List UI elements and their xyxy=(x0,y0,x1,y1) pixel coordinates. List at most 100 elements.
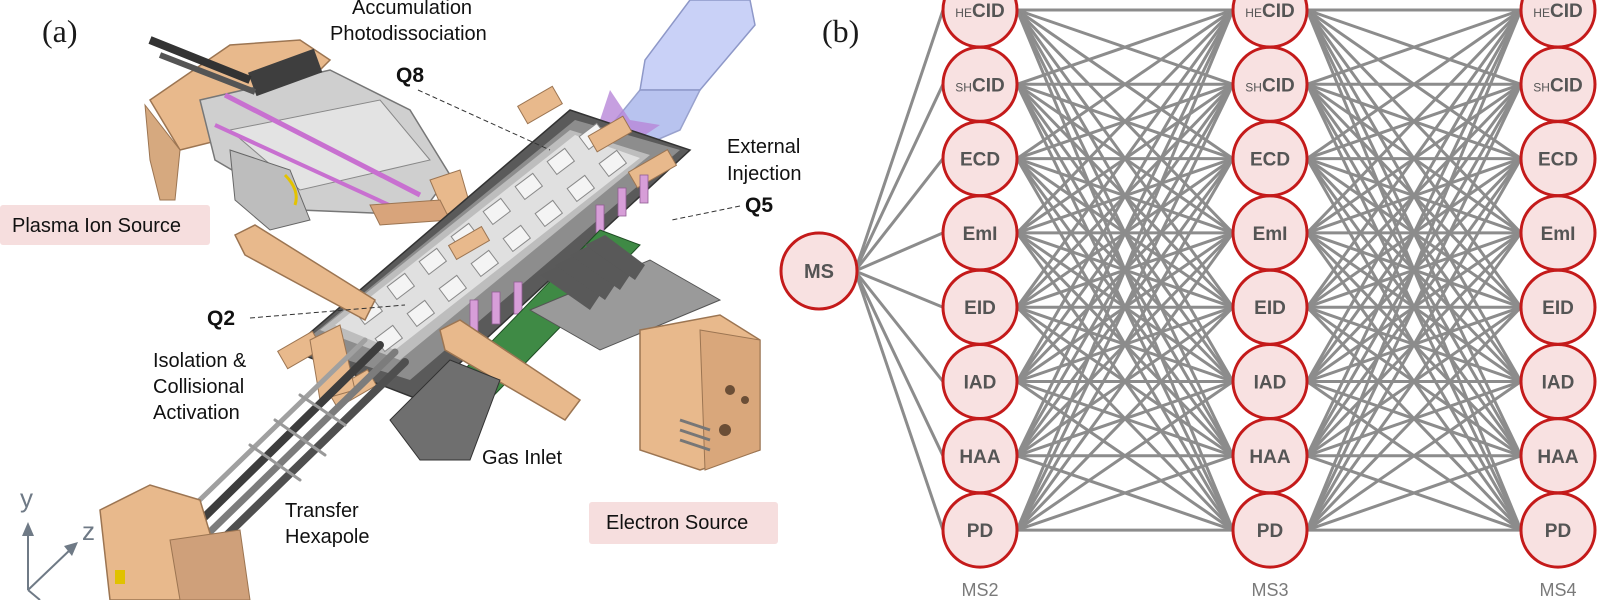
node-ms4-ecd-label: ECD xyxy=(1538,150,1578,171)
edge-stage1-2-0 xyxy=(1306,8,1522,160)
node-ms2-ecd: ECD xyxy=(941,120,1019,198)
node-ms4-pd: PD xyxy=(1519,491,1597,569)
node-ms2-haa-label: HAA xyxy=(959,447,1000,468)
edge-ms-to-ms2-3 xyxy=(854,231,944,273)
node-ms4-hecid-label: HECID xyxy=(1533,1,1582,22)
edge-stage1-7-1 xyxy=(1305,83,1523,531)
edge-ms-to-ms2-6 xyxy=(853,270,945,457)
node-ms4-hecid: HECID xyxy=(1519,0,1597,49)
node-ms3-iad-label: IAD xyxy=(1254,373,1287,394)
node-ms4-haa: HAA xyxy=(1519,417,1597,495)
edge-stage0-3-0 xyxy=(1015,8,1235,234)
external-label: External xyxy=(727,136,800,158)
stage-label-ms4: MS4 xyxy=(1539,580,1576,600)
node-ms4-emi: EmI xyxy=(1519,194,1597,272)
collisional-label: Collisional xyxy=(153,376,244,398)
electron-source-box xyxy=(589,502,778,544)
node-ms4-shcid: SHCID xyxy=(1519,45,1597,123)
panel-b-label: (b) xyxy=(822,13,859,49)
node-ms2-emi-label: EmI xyxy=(963,224,998,245)
electron-source-label: Electron Source xyxy=(606,512,748,534)
edge-stage0-2-0 xyxy=(1016,8,1234,160)
ms-source-node-label: MS xyxy=(804,261,834,283)
node-ms3-emi-label: EmI xyxy=(1253,224,1288,245)
panel-a-label: (a) xyxy=(42,13,78,49)
edge-stage1-7-2 xyxy=(1305,157,1523,531)
z-axis-arrow xyxy=(27,547,73,591)
node-ms4-emi-label: EmI xyxy=(1541,224,1576,245)
node-ms4-iad: IAD xyxy=(1519,343,1597,420)
q5-leader-line xyxy=(671,205,741,221)
node-ms3-shcid-label: SHCID xyxy=(1245,75,1294,96)
y-axis-label: y xyxy=(20,483,33,513)
node-ms3-hecid: HECID xyxy=(1231,0,1309,49)
node-ms2-ecd-label: ECD xyxy=(960,150,1000,171)
edge-stage0-7-2 xyxy=(1015,157,1235,531)
edge-stage0-6-0 xyxy=(1015,9,1235,457)
node-ms3-emi: EmI xyxy=(1231,194,1309,272)
node-ms2-eid: EID xyxy=(941,268,1019,346)
activation-label: Activation xyxy=(153,402,240,424)
edge-stage0-7-4 xyxy=(1015,306,1235,532)
node-ms3-shcid: SHCID xyxy=(1231,45,1309,123)
edge-stage0-7-3 xyxy=(1015,232,1235,531)
edge-stage1-1-0 xyxy=(1306,8,1522,86)
node-ms4-shcid-label: SHCID xyxy=(1533,75,1582,96)
instrument-illustration xyxy=(99,0,761,600)
panel-b: (b) MS HECID SHCID ECD EmI EID IAD HAA PD HECID SH… xyxy=(779,0,1597,600)
q2-label: Q2 xyxy=(207,307,235,330)
edge-ms-to-ms2-1 xyxy=(853,83,945,272)
edge-stage0-5-0 xyxy=(1015,9,1235,383)
electron-source-block xyxy=(528,235,761,471)
node-ms3-iad: IAD xyxy=(1231,343,1309,420)
plasma-source-bar xyxy=(233,224,582,421)
node-ms2-shcid-label: SHCID xyxy=(955,75,1004,96)
node-ms3-ecd-label: ECD xyxy=(1250,150,1290,171)
node-ms2-emi: EmI xyxy=(941,194,1019,272)
node-ms4-ecd: ECD xyxy=(1519,120,1597,198)
node-ms2-iad: IAD xyxy=(941,343,1019,420)
node-ms2-pd-label: PD xyxy=(967,521,993,542)
edge-stage1-7-0 xyxy=(1305,9,1523,531)
node-ms3-eid-label: EID xyxy=(1254,298,1286,319)
node-ms3-pd: PD xyxy=(1231,491,1309,569)
node-ms4-eid-label: EID xyxy=(1542,298,1574,319)
q5-label: Q5 xyxy=(745,194,773,217)
edge-ms-to-ms2-7 xyxy=(853,270,945,531)
edge-stage0-1-0 xyxy=(1016,8,1234,86)
node-ms2-pd: PD xyxy=(941,491,1019,569)
edge-stage0-7-1 xyxy=(1015,83,1235,531)
edge-stage0-4-0 xyxy=(1015,9,1235,309)
node-ms3-ecd: ECD xyxy=(1231,120,1309,198)
edge-stage1-7-5 xyxy=(1306,380,1522,532)
network-nodes: MS HECID SHCID ECD EmI EID IAD HAA PD HECID SHCID E… xyxy=(779,0,1597,569)
edge-stage1-3-0 xyxy=(1305,8,1523,234)
plasma-source-label: Plasma Ion Source xyxy=(12,215,181,237)
edge-stage1-5-0 xyxy=(1305,9,1523,383)
q8-leader-line xyxy=(417,89,551,151)
node-ms3-haa-label: HAA xyxy=(1249,447,1290,468)
node-ms4-haa-label: HAA xyxy=(1537,447,1578,468)
node-ms2-pd-circle xyxy=(941,491,1019,569)
accumulation-label: Accumulation xyxy=(352,0,472,19)
panel-a: (a) xyxy=(0,0,802,600)
node-ms4-pd-label: PD xyxy=(1545,521,1571,542)
edge-ms-to-ms2-4 xyxy=(854,269,944,309)
edge-ms-to-ms2-0 xyxy=(853,9,945,272)
node-ms3-haa: HAA xyxy=(1231,417,1309,495)
node-ms2-hecid-label: HECID xyxy=(955,1,1004,22)
node-ms2-hecid: HECID xyxy=(941,0,1019,49)
node-ms3-eid: EID xyxy=(1231,268,1309,346)
stage-label-ms2: MS2 xyxy=(961,580,998,600)
node-ms4-pd-circle xyxy=(1519,491,1597,569)
base-block xyxy=(99,484,251,600)
edge-stage0-7-6 xyxy=(1016,454,1234,532)
node-ms2-shcid: SHCID xyxy=(941,45,1019,123)
node-ms4-iad-label: IAD xyxy=(1542,373,1575,394)
photodissociation-label: Photodissociation xyxy=(330,23,487,45)
gas-inlet-label: Gas Inlet xyxy=(482,447,562,469)
edge-stage1-4-0 xyxy=(1305,9,1523,309)
node-ms2-iad-label: IAD xyxy=(964,373,997,394)
stage-label-ms3: MS3 xyxy=(1251,580,1288,600)
